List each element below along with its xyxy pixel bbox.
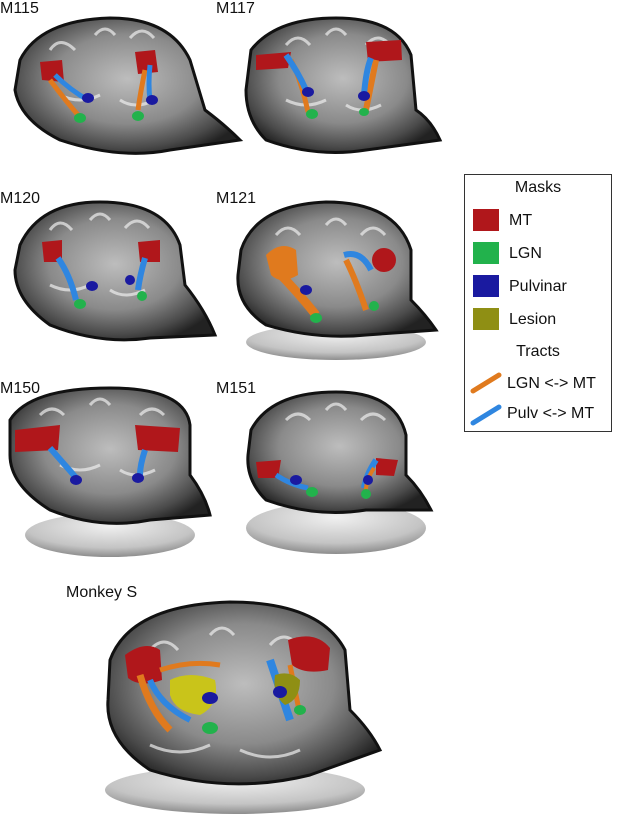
panel-m150: M150 [0, 380, 240, 565]
legend-mt-swatch [473, 209, 499, 231]
panel-label-m117: M117 [216, 0, 255, 17]
legend-lesion-swatch [473, 308, 499, 330]
legend-tracts-title: Tracts [516, 343, 560, 360]
legend: Masks MT LGN Pulvinar Lesion Tracts LGN … [464, 174, 612, 432]
legend-pulvinar-label: Pulvinar [509, 278, 567, 295]
legend-masks-title: Masks [514, 179, 562, 196]
panel-m115: M115 [0, 0, 244, 160]
brain-slice-m151 [246, 390, 434, 554]
legend-lgn-label: LGN [509, 245, 542, 262]
brain-slice-m120 [13, 200, 218, 342]
brain-slice-monkey-s [105, 600, 383, 814]
brain-slice-m150 [8, 386, 212, 557]
panel-label-m121: M121 [216, 190, 257, 207]
panel-label-m151: M151 [216, 380, 257, 397]
legend-lgn-swatch [473, 242, 499, 264]
legend-lesion-label: Lesion [509, 311, 557, 328]
legend-mt-label: MT [509, 212, 533, 229]
brain-slice-m115 [13, 16, 244, 155]
panel-m121: M121 [216, 190, 446, 365]
panel-m151: M151 [216, 380, 446, 565]
legend-pulv-mt-line [470, 404, 502, 426]
panel-label-m115: M115 [0, 0, 39, 17]
legend-pulvinar-swatch [473, 275, 499, 297]
legend-pulv-mt-label: Pulv <-> MT [507, 405, 595, 422]
panel-label-monkey-s: Monkey S [66, 584, 138, 601]
legend-lgn-mt-line [470, 372, 502, 394]
panel-m117: M117 [216, 0, 446, 160]
brain-slice-m117 [244, 16, 443, 154]
panel-monkey-s: Monkey S [60, 580, 400, 815]
panel-label-m150: M150 [0, 380, 41, 397]
legend-lgn-mt-label: LGN <-> MT [507, 375, 596, 392]
panel-label-m120: M120 [0, 190, 41, 207]
brain-slice-m121 [236, 200, 439, 360]
panel-m120: M120 [0, 190, 230, 355]
